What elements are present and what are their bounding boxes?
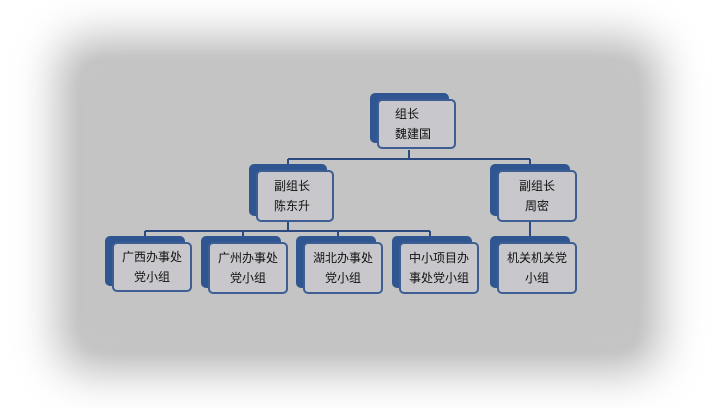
node-group-guangxi[interactable]: 广西办事处 党小组 [105,236,192,292]
node-face: 副组长 陈东升 [256,170,334,222]
node-deputy-zhou[interactable]: 副组长 周密 [490,164,577,222]
node-group-organ[interactable]: 机关机关党 小组 [490,236,577,294]
node-label: 中小项目办 事处党小组 [409,248,469,288]
node-face: 广州办事处 党小组 [208,242,288,294]
node-group-hubei[interactable]: 湖北办事处 党小组 [296,236,383,294]
node-line-1: 中小项目办 [408,251,469,265]
node-person: 魏建国 [395,127,432,141]
node-line-1: 广西办事处 [121,250,182,264]
node-deputy-chen[interactable]: 副组长 陈东升 [249,164,334,222]
node-label: 组长 魏建国 [395,104,431,144]
node-title: 副组长 [518,179,555,193]
node-label: 副组长 周密 [519,176,555,216]
node-person: 周密 [524,199,549,213]
node-label: 湖北办事处 党小组 [313,248,373,288]
node-face: 组长 魏建国 [377,99,456,149]
node-face: 广西办事处 党小组 [112,242,192,292]
node-person: 陈东升 [274,199,311,213]
node-line-1: 广州办事处 [217,251,278,265]
node-label: 广西办事处 党小组 [122,247,182,287]
node-leader[interactable]: 组长 魏建国 [370,93,456,149]
node-group-guangzhou[interactable]: 广州办事处 党小组 [201,236,288,294]
node-line-2: 党小组 [324,271,361,285]
node-title: 副组长 [274,179,311,193]
node-line-2: 小组 [524,271,549,285]
node-group-sme-projects[interactable]: 中小项目办 事处党小组 [392,236,479,294]
node-line-2: 党小组 [229,271,266,285]
node-line-2: 事处党小组 [408,271,469,285]
node-face: 湖北办事处 党小组 [303,242,383,294]
node-label: 副组长 陈东升 [274,176,310,216]
node-line-1: 湖北办事处 [312,251,373,265]
node-face: 中小项目办 事处党小组 [399,242,479,294]
node-label: 广州办事处 党小组 [218,248,278,288]
node-label: 机关机关党 小组 [507,248,567,288]
node-face: 机关机关党 小组 [497,242,577,294]
node-face: 副组长 周密 [497,170,577,222]
node-line-1: 机关机关党 [506,251,567,265]
node-title: 组长 [395,107,420,121]
node-line-2: 党小组 [133,270,170,284]
